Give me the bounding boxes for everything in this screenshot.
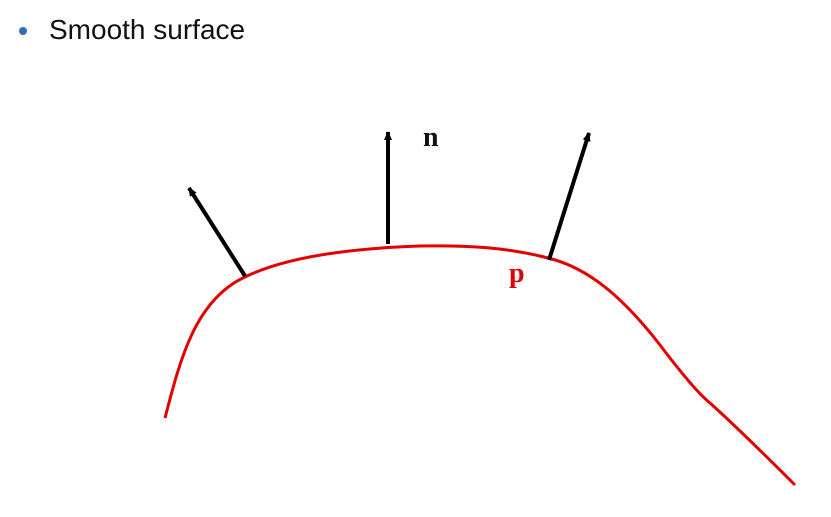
normal-label: n: [423, 122, 439, 153]
point-label: p: [509, 258, 525, 289]
bullet-item: Smooth surface: [19, 16, 245, 44]
normal-arrow-right: [547, 132, 591, 261]
surface-curve: [163, 244, 797, 487]
bullet-dot-icon: [19, 27, 27, 35]
normal-arrow-left: [187, 186, 247, 278]
bullet-text: Smooth surface: [49, 14, 246, 45]
